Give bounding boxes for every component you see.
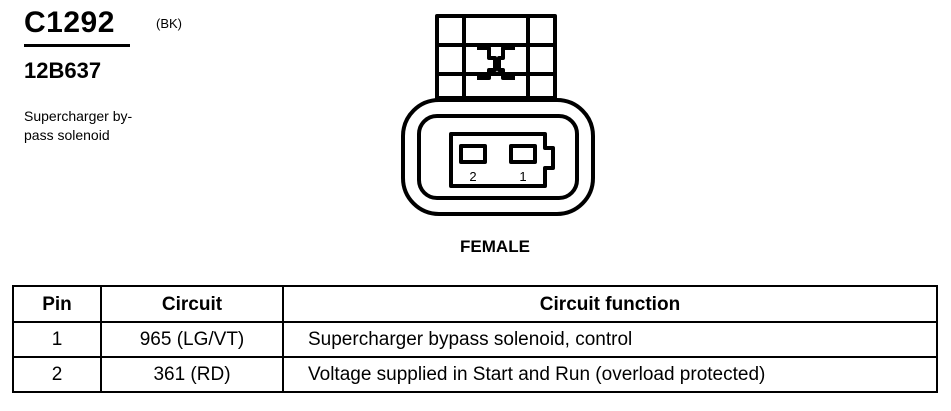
connector-face-diagram: 2 1 [401,14,595,216]
part-number: 12B637 [24,58,102,83]
terminal-cavity [449,132,555,188]
connector-description: Supercharger by- pass solenoid [24,108,133,143]
circuit-cell: 361 (RD) [100,356,284,393]
function-cell: Voltage supplied in Start and Run (overl… [282,356,938,393]
table-row: 1 965 (LG/VT) Supercharger bypass soleno… [12,321,938,358]
table-header-row: Pin Circuit Circuit function [12,285,938,323]
connector-shell-inner [417,114,579,200]
pin-1-terminal [509,144,537,164]
pin-cell: 2 [12,356,102,393]
function-cell: Supercharger bypass solenoid, control [282,321,938,358]
pin-2-label: 2 [469,169,476,184]
table-row: 2 361 (RD) Voltage supplied in Start and… [12,356,938,393]
circuit-cell: 965 (LG/VT) [100,321,284,358]
locking-tab [497,46,515,80]
pin-1-label: 1 [519,169,526,184]
pin-2-terminal [459,144,487,164]
header-circuit: Circuit [100,285,284,323]
connector-id: C1292 [24,6,115,39]
header-pin: Pin [12,285,102,323]
connector-color-code: (BK) [156,16,182,31]
locking-tab [477,46,497,80]
connector-shell-outer [401,98,595,216]
header-circuit-function: Circuit function [282,285,938,323]
pin-table: Pin Circuit Circuit function 1 965 (LG/V… [12,285,938,393]
header-divider [24,44,130,47]
pin-cell: 1 [12,321,102,358]
connector-view-label: FEMALE [460,237,530,256]
